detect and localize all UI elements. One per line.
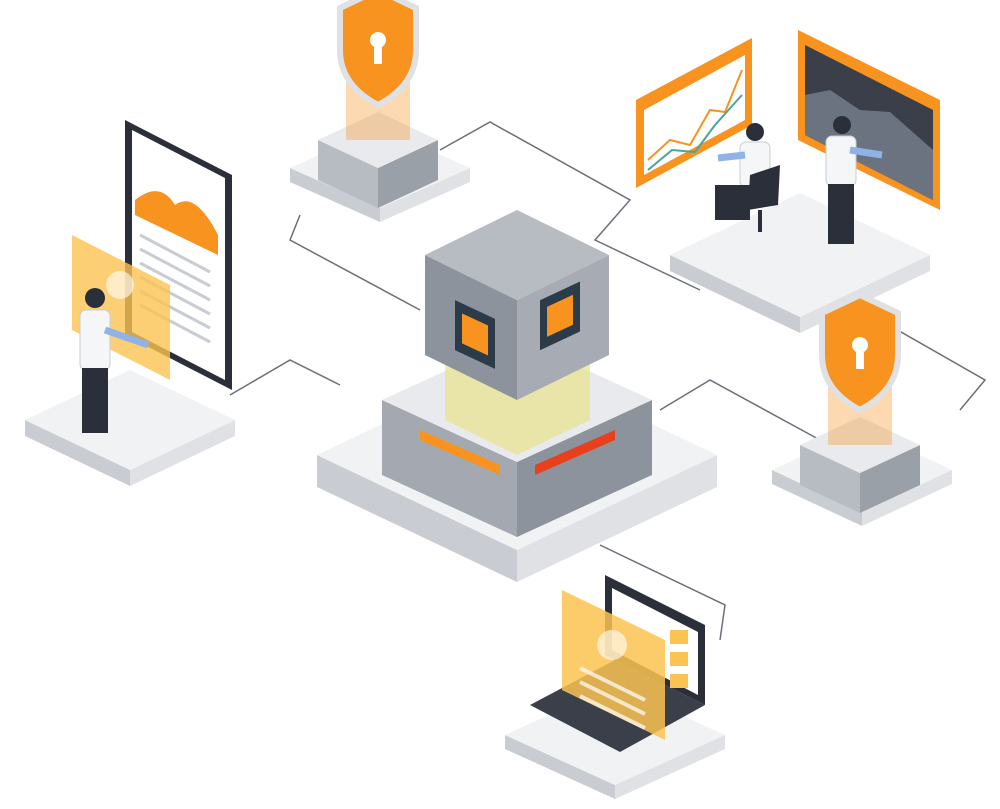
- area-chart-fill: [805, 90, 933, 200]
- top-shield-platform-right-face: [380, 168, 470, 222]
- connector-line-3: [439, 121, 701, 291]
- analytics-platform: [670, 193, 930, 333]
- analytics-platform-left-face: [670, 255, 800, 333]
- folder-icon: [670, 652, 688, 666]
- tablet-text-line: [139, 233, 211, 274]
- right-shield-platform-right-face: [862, 470, 952, 526]
- office-chair: [748, 165, 780, 210]
- person-left-arm: [103, 326, 150, 349]
- top-shield-keyhole-slot: [374, 42, 382, 64]
- laptop: [530, 575, 705, 752]
- folder-icon: [670, 630, 688, 644]
- top-shield-pedestal-right-face: [378, 140, 438, 208]
- left-platform: [25, 370, 235, 486]
- line-chart-screen: [644, 55, 745, 175]
- person-standing-head: [833, 116, 851, 134]
- right-shield-pedestal-left-face: [800, 445, 860, 513]
- person-standing: [825, 116, 883, 244]
- server-middle-block-left-face: [382, 400, 517, 537]
- top-shield-pedestal-left-face: [318, 140, 378, 208]
- cube-screen-right-content: [547, 294, 573, 337]
- server-glow-column: [445, 360, 590, 455]
- objects: [72, 0, 940, 752]
- right-shield-platform-left-face: [772, 470, 862, 526]
- right-shield-pedestal-right-face: [860, 445, 920, 513]
- person-left: [79, 288, 150, 433]
- connector-lines: [229, 121, 987, 641]
- server-light-strip-left: [420, 430, 500, 475]
- person-left-head: [85, 288, 105, 308]
- analytics-screens: [636, 30, 940, 210]
- login-field-line: [579, 666, 646, 702]
- right-shield-keyhole-slot: [856, 347, 864, 369]
- server-middle-block-right-face: [517, 400, 652, 537]
- top-shield: [318, 0, 438, 208]
- login-card-bottom: [562, 590, 665, 740]
- tablet-document: [72, 120, 232, 390]
- connector-line-4: [659, 379, 821, 441]
- person-standing-arm: [849, 146, 883, 159]
- cube-screen-left-content: [462, 313, 488, 356]
- connector-line-5: [879, 319, 987, 411]
- connector-line-2: [289, 214, 421, 311]
- person-left-shirt: [79, 309, 111, 371]
- tablet-area-chart: [135, 191, 218, 255]
- user-avatar-icon-left: [106, 271, 134, 299]
- central-base-platform-right-face: [517, 455, 717, 582]
- person-seated-head: [746, 123, 764, 141]
- top-shield-pedestal: [318, 112, 438, 208]
- folder-icon: [670, 674, 688, 688]
- laptop-platform-right-face: [615, 735, 725, 799]
- central-server: [382, 210, 652, 537]
- laptop-platform-left-face: [505, 735, 615, 799]
- login-field-line: [579, 694, 646, 730]
- line-chart-series-1: [647, 69, 743, 161]
- person-standing-shirt: [825, 135, 857, 187]
- left-platform-left-face: [25, 420, 130, 486]
- person-standing-legs: [828, 184, 854, 244]
- tablet-text-line: [139, 261, 211, 302]
- login-field-line: [579, 680, 646, 716]
- top-shield-platform-left-face: [290, 168, 380, 222]
- tablet-text-line: [139, 247, 211, 288]
- person-seated-legs: [715, 185, 750, 220]
- user-avatar-icon-bottom: [597, 630, 627, 660]
- left-platform-top-face: [25, 370, 235, 470]
- right-shield-pedestal: [800, 417, 920, 513]
- person-seated: [715, 123, 780, 232]
- connector-line-1: [229, 359, 341, 396]
- top-shield-pedestal-top-face: [318, 112, 438, 168]
- central-base-platform-left-face: [317, 455, 517, 582]
- right-shield-pedestal-top-face: [800, 417, 920, 473]
- line-chart-series-2: [647, 94, 743, 171]
- left-platform-right-face: [130, 420, 235, 486]
- analytics-platform-top-face: [670, 193, 930, 317]
- data-cube-top-face: [425, 210, 609, 300]
- person-left-legs: [82, 368, 108, 433]
- person-seated-arm: [717, 151, 746, 162]
- right-shield: [800, 291, 920, 513]
- server-light-strip-right: [535, 430, 615, 475]
- connector-line-6: [599, 544, 726, 641]
